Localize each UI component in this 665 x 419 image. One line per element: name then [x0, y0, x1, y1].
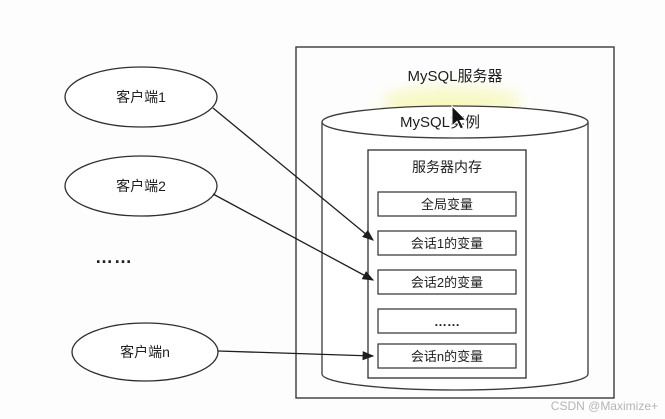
server-title: MySQL服务器	[407, 68, 502, 85]
memory-ellipsis-label: ……	[434, 314, 460, 329]
watermark: CSDN @Maximize+	[551, 399, 658, 413]
session2-vars-box	[377, 269, 517, 295]
arrow-clientn-to-sessionn	[217, 350, 375, 361]
arrows-group	[212, 107, 375, 361]
sessionn-vars-label: 会话n的变量	[411, 349, 483, 364]
memory-ellipsis-box	[377, 308, 517, 334]
clients-group: 客户端1 客户端2 …… 客户端n	[64, 66, 219, 382]
memory-title: 服务器内存	[412, 159, 482, 175]
clientn-ellipse	[71, 322, 219, 382]
global-vars-box	[377, 191, 517, 217]
sessionn-vars-box	[377, 343, 517, 369]
clients-ellipsis: ……	[95, 247, 133, 267]
instance-label: MySQL实例	[400, 114, 480, 131]
client2-label: 客户端2	[116, 178, 166, 194]
session1-vars-box	[377, 230, 517, 256]
arrow-client1-to-session1	[212, 107, 375, 241]
session2-vars-label: 会话2的变量	[411, 275, 483, 290]
client1-label: 客户端1	[116, 89, 166, 105]
client1-ellipse	[64, 66, 218, 128]
memory-block: 服务器内存 全局变量 会话1的变量 会话2的变量 …… 会话n的变量	[367, 149, 527, 379]
client2-ellipse	[64, 155, 218, 217]
session1-vars-label: 会话1的变量	[411, 236, 483, 251]
server-box	[295, 46, 615, 399]
mouse-cursor-icon	[451, 104, 468, 130]
memory-box	[367, 149, 527, 379]
global-vars-label: 全局变量	[421, 197, 473, 212]
arrow-client2-to-session2	[212, 193, 375, 281]
clientn-label: 客户端n	[120, 344, 170, 360]
